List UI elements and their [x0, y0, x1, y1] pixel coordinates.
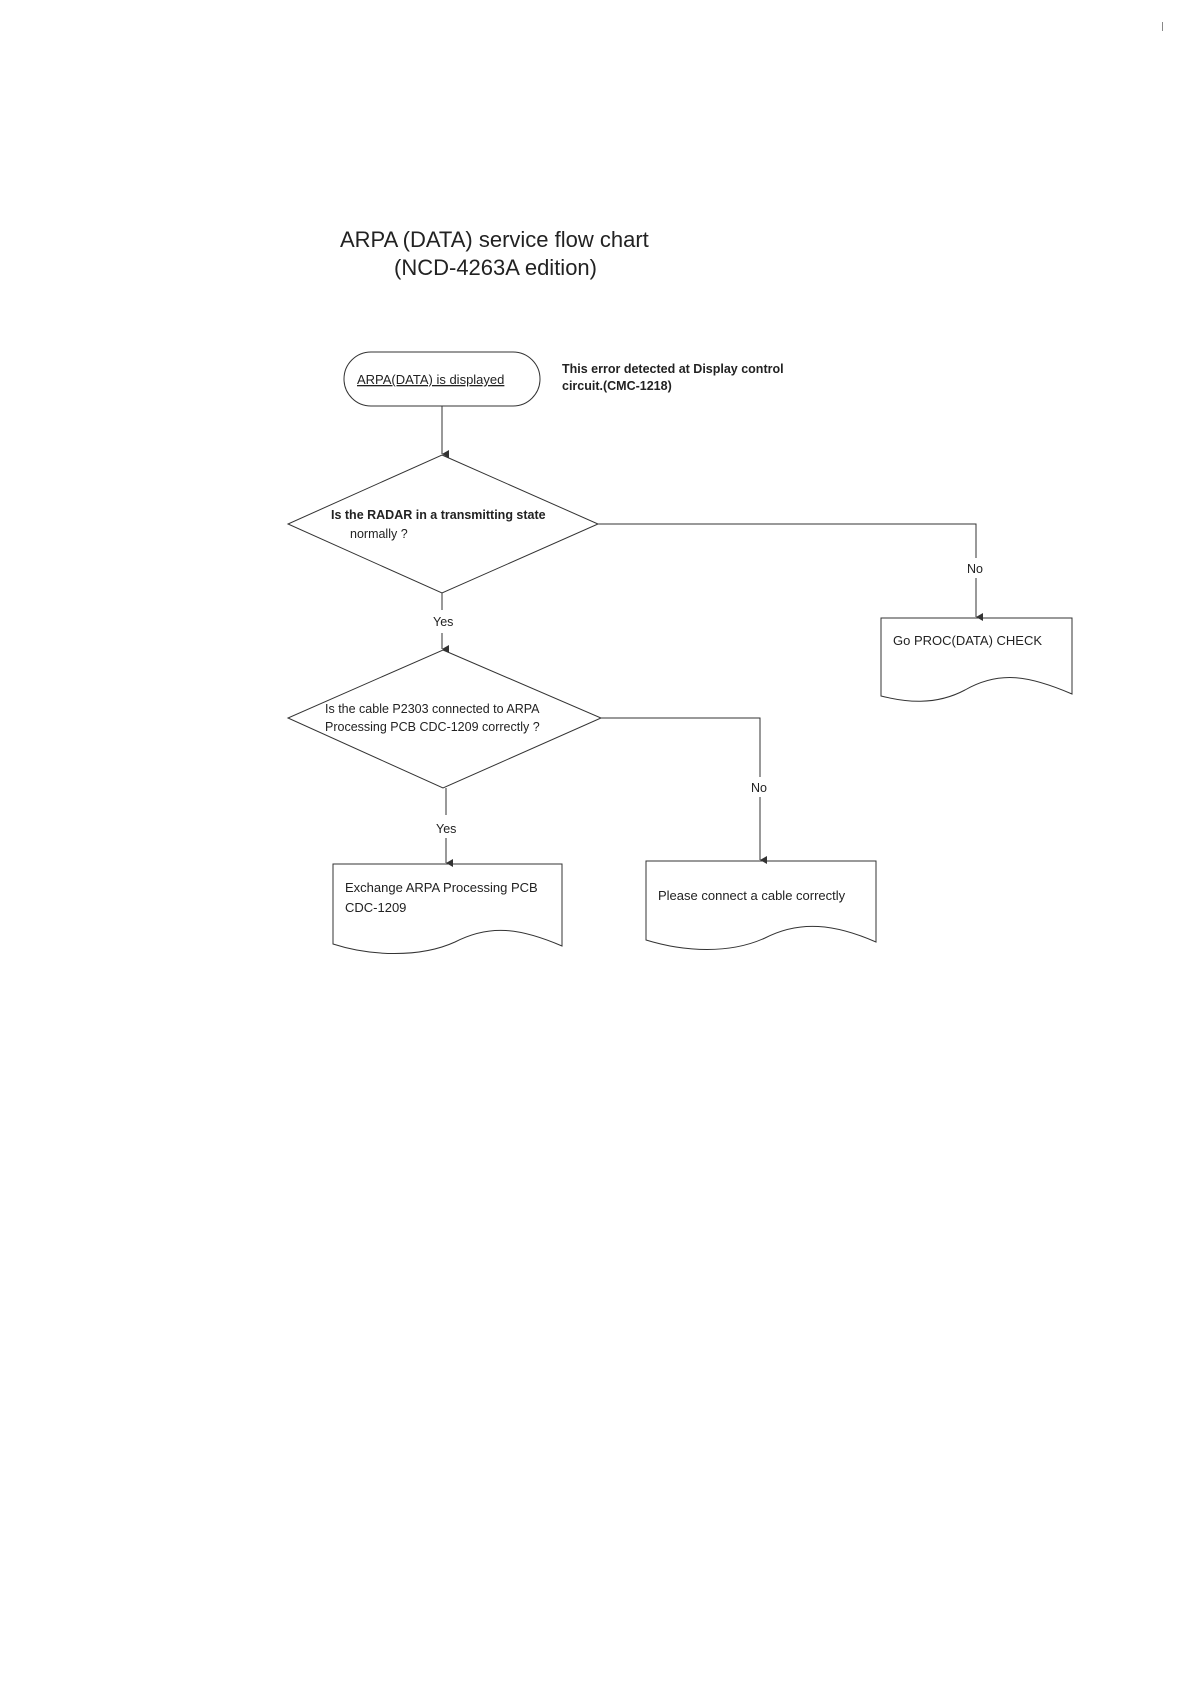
doc-exchange-shape — [332, 863, 563, 954]
start-note: This error detected at Display control c… — [562, 361, 822, 395]
connector-decision2-no — [601, 717, 761, 777]
doc-exchange-line2: CDC-1209 — [345, 900, 406, 915]
decision1-line2: normally ? — [350, 527, 408, 541]
decision2-yes-label: Yes — [436, 822, 456, 836]
decision1-yes-label: Yes — [433, 615, 453, 629]
scan-mark — [1162, 22, 1163, 31]
decision1-diamond — [286, 454, 600, 594]
doc-connect-shape — [645, 860, 877, 950]
decision2-line2: Processing PCB CDC-1209 correctly ? — [325, 720, 540, 734]
decision1-no-label: No — [967, 562, 983, 576]
decision1-line1: Is the RADAR in a transmitting state — [331, 508, 546, 522]
doc-proc-label: Go PROC(DATA) CHECK — [893, 633, 1042, 648]
decision2-no-label: No — [751, 781, 767, 795]
doc-exchange-line1: Exchange ARPA Processing PCB — [345, 880, 538, 895]
doc-connect-label: Please connect a cable correctly — [658, 888, 846, 903]
start-note-line1: This error detected at Display control — [562, 362, 784, 376]
chart-title-line2: (NCD-4263A edition) — [394, 255, 597, 280]
doc-proc-shape — [880, 617, 1073, 702]
chart-title: ARPA (DATA) service flow chart (NCD-4263… — [340, 226, 649, 282]
decision2-diamond — [286, 649, 603, 789]
start-note-line2: circuit.(CMC-1218) — [562, 379, 672, 393]
start-label: ARPA(DATA) is displayed — [357, 372, 504, 387]
decision2-line1: Is the cable P2303 connected to ARPA — [325, 702, 540, 716]
chart-title-line1: ARPA (DATA) service flow chart — [340, 227, 649, 252]
connector-decision1-no — [598, 523, 977, 558]
